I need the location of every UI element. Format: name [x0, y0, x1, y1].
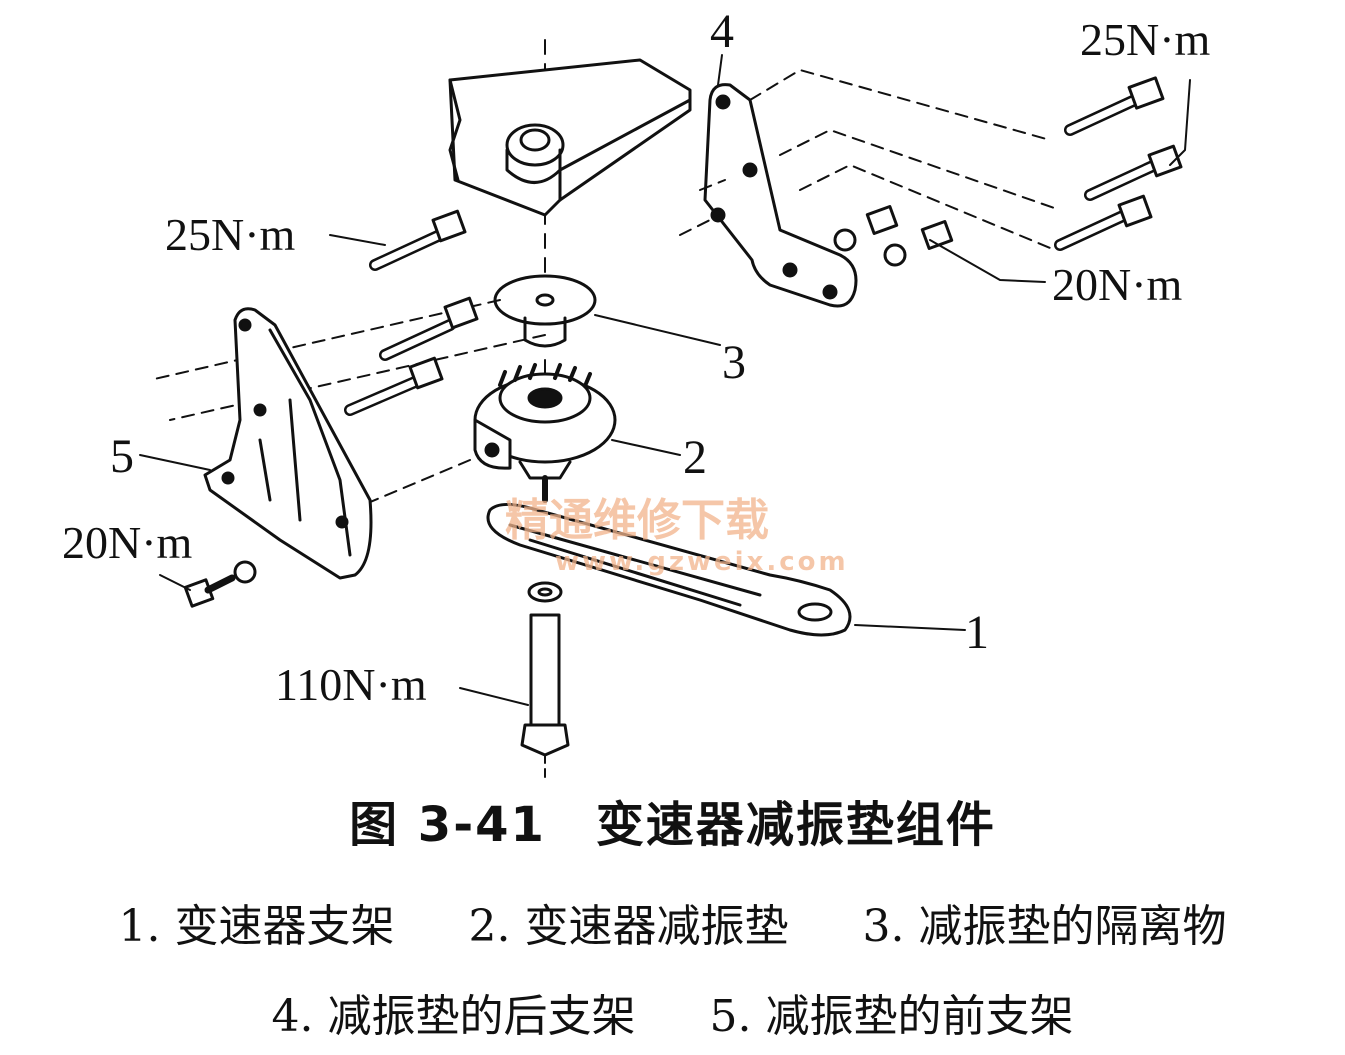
part-number-4: 4 [710, 5, 734, 58]
bottom-bolt [520, 581, 570, 780]
legend-item-3: 3. 减振垫的隔离物 [862, 901, 1227, 952]
leader-110nm [459, 687, 529, 706]
watermark-url: www.gzweix.com [555, 547, 849, 577]
transmission-mount [473, 363, 617, 503]
part-number-5: 5 [110, 430, 134, 483]
part-number-2: 2 [683, 431, 707, 484]
legend-item-1: 1. 变速器支架 [118, 901, 395, 952]
leader-20nm-lower-left [159, 574, 191, 591]
bolt-left-2 [379, 296, 479, 361]
legend-item-2: 2. 变速器减振垫 [468, 901, 789, 952]
leader-25nm-left [329, 234, 386, 246]
torque-label-left: 25N·m [165, 209, 296, 260]
bolt-left-3 [344, 356, 444, 416]
bolt-top-right-2 [1084, 144, 1183, 201]
legend-row-2: 4. 减振垫的后支架 5. 减振垫的前支架 [0, 980, 1345, 1044]
torque-label-bottom-left: 20N·m [62, 517, 193, 568]
leader-part-2 [611, 439, 681, 456]
leader-part-3 [594, 314, 721, 346]
part-number-3: 3 [722, 336, 746, 389]
leader-part-4 [717, 54, 723, 86]
rear-bracket [703, 83, 858, 308]
small-bolt-lower-left [183, 560, 257, 608]
leader-part-5 [139, 454, 211, 471]
bolt-top-right-1 [1064, 76, 1165, 136]
transmission-case [448, 58, 692, 217]
torque-label-bottom: 110N·m [275, 659, 427, 710]
small-bolts-right [833, 204, 954, 267]
torque-label-top-right: 25N·m [1080, 14, 1211, 65]
legend-row-1: 1. 变速器支架 2. 变速器减振垫 3. 减振垫的隔离物 [0, 890, 1345, 954]
bolt-top-right-3 [1054, 194, 1153, 251]
leader-part-1 [854, 624, 966, 631]
leader-20nm-right [929, 239, 1046, 283]
transmission-bracket [486, 503, 852, 637]
watermark-text: 精通维修下载 [505, 495, 769, 546]
exploded-view-diagram: 精通维修下载 www.gzweix.com 25N·m 25N·m 20N·m … [62, 5, 1211, 780]
front-bracket [203, 307, 373, 580]
legend-item-5: 5. 减振垫的前支架 [709, 991, 1074, 1042]
bolt-left-1 [369, 209, 467, 271]
part-number-1: 1 [965, 606, 989, 659]
leader-25nm-top-right [1169, 79, 1191, 166]
torque-label-right: 20N·m [1052, 259, 1183, 310]
legend-item-4: 4. 减振垫的后支架 [271, 991, 636, 1042]
figure-title: 图 3-41 变速器减振垫组件 [349, 797, 996, 853]
